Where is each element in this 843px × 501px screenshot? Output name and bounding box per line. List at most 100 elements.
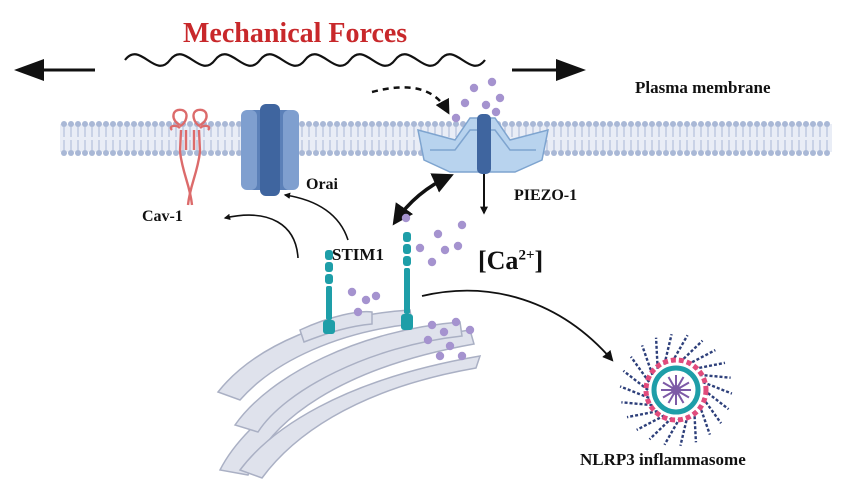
lipid-head bbox=[355, 121, 361, 127]
calcium-ion bbox=[371, 291, 381, 301]
lipid-head bbox=[600, 121, 606, 127]
lipid-head bbox=[306, 150, 312, 156]
lipid-head bbox=[768, 150, 774, 156]
lipid-head bbox=[719, 150, 725, 156]
lipid-head bbox=[131, 121, 137, 127]
lipid-head bbox=[103, 121, 109, 127]
lipid-head bbox=[418, 121, 424, 127]
lipid-head bbox=[628, 121, 634, 127]
lipid-head bbox=[810, 121, 816, 127]
lipid-head bbox=[747, 121, 753, 127]
lipid-head bbox=[404, 121, 410, 127]
inflammasome-filament bbox=[626, 409, 658, 419]
lipid-head bbox=[453, 121, 459, 127]
calcium-ion bbox=[433, 229, 443, 239]
calcium-ion bbox=[440, 245, 450, 255]
inflammasome-filament bbox=[636, 414, 665, 431]
lipid-head bbox=[824, 121, 830, 127]
label-calcium: [Ca2+] bbox=[478, 246, 543, 276]
lipid-head bbox=[705, 150, 711, 156]
lipid-head bbox=[306, 121, 312, 127]
lipid-head bbox=[334, 121, 340, 127]
lipid-head bbox=[607, 150, 613, 156]
calcium-close: ] bbox=[534, 246, 544, 275]
lipid-head bbox=[68, 121, 74, 127]
lipid-head bbox=[446, 121, 452, 127]
arrow-right-icon bbox=[512, 59, 586, 81]
lipid-head bbox=[327, 121, 333, 127]
lipid-head bbox=[355, 150, 361, 156]
lipid-head bbox=[404, 150, 410, 156]
calcium-ion bbox=[361, 295, 371, 305]
lipid-head bbox=[131, 150, 137, 156]
calcium-ion bbox=[435, 351, 445, 361]
lipid-head bbox=[642, 150, 648, 156]
inflammasome-filament bbox=[621, 401, 653, 407]
lipid-head bbox=[313, 121, 319, 127]
lipid-head bbox=[817, 121, 823, 127]
lipid-head bbox=[341, 121, 347, 127]
lipid-head bbox=[803, 121, 809, 127]
lipid-head bbox=[621, 121, 627, 127]
lipid-head bbox=[740, 150, 746, 156]
lipid-head bbox=[516, 121, 522, 127]
lipid-head bbox=[320, 121, 326, 127]
inflammasome-filament bbox=[663, 417, 682, 446]
lipid-head bbox=[110, 121, 116, 127]
lipid-head bbox=[712, 150, 718, 156]
lipid-head bbox=[145, 121, 151, 127]
label-plasma-membrane: Plasma membrane bbox=[635, 78, 771, 97]
inflammasome-filament bbox=[699, 373, 731, 379]
lipid-head bbox=[796, 150, 802, 156]
lipid-head bbox=[82, 121, 88, 127]
lipid-head bbox=[313, 150, 319, 156]
lipid-head bbox=[68, 150, 74, 156]
lipid-head bbox=[593, 150, 599, 156]
lipid-head bbox=[712, 121, 718, 127]
lipid-head bbox=[614, 150, 620, 156]
lipid-head bbox=[82, 150, 88, 156]
lipid-head bbox=[649, 121, 655, 127]
stim1-protein-left bbox=[323, 250, 335, 334]
lipid-head bbox=[110, 150, 116, 156]
label-cav1: Cav-1 bbox=[142, 208, 183, 225]
lipid-head bbox=[222, 121, 228, 127]
lipid-head bbox=[397, 150, 403, 156]
calcium-ion bbox=[457, 220, 467, 230]
lipid-head bbox=[656, 121, 662, 127]
lipid-head bbox=[635, 150, 641, 156]
lipid-head bbox=[502, 121, 508, 127]
lipid-head bbox=[166, 150, 172, 156]
lipid-head bbox=[229, 150, 235, 156]
lipid-head bbox=[173, 150, 179, 156]
lipid-head bbox=[572, 150, 578, 156]
lipid-head bbox=[691, 121, 697, 127]
lipid-head bbox=[663, 150, 669, 156]
lipid-head bbox=[390, 150, 396, 156]
lipid-head bbox=[376, 121, 382, 127]
inflammasome-filament bbox=[694, 361, 726, 371]
calcium-ion bbox=[415, 243, 425, 253]
lipid-head bbox=[439, 121, 445, 127]
lipid-head bbox=[761, 121, 767, 127]
lipid-head bbox=[698, 150, 704, 156]
inflammasome-filament bbox=[702, 380, 733, 395]
lipid-head bbox=[740, 121, 746, 127]
lipid-head bbox=[530, 121, 536, 127]
lipid-head bbox=[628, 150, 634, 156]
lipid-head bbox=[124, 150, 130, 156]
lipid-head bbox=[677, 121, 683, 127]
lipid-head bbox=[348, 121, 354, 127]
orai-channel bbox=[241, 104, 299, 196]
inflammasome-core bbox=[671, 385, 681, 395]
lipid-head bbox=[544, 121, 550, 127]
lipid-head bbox=[96, 121, 102, 127]
lipid-head bbox=[362, 150, 368, 156]
lipid-head bbox=[383, 121, 389, 127]
lipid-head bbox=[89, 121, 95, 127]
lipid-head bbox=[544, 150, 550, 156]
lipid-head bbox=[334, 150, 340, 156]
calcium-ion bbox=[347, 287, 357, 297]
inflammasome-icon bbox=[619, 333, 733, 447]
